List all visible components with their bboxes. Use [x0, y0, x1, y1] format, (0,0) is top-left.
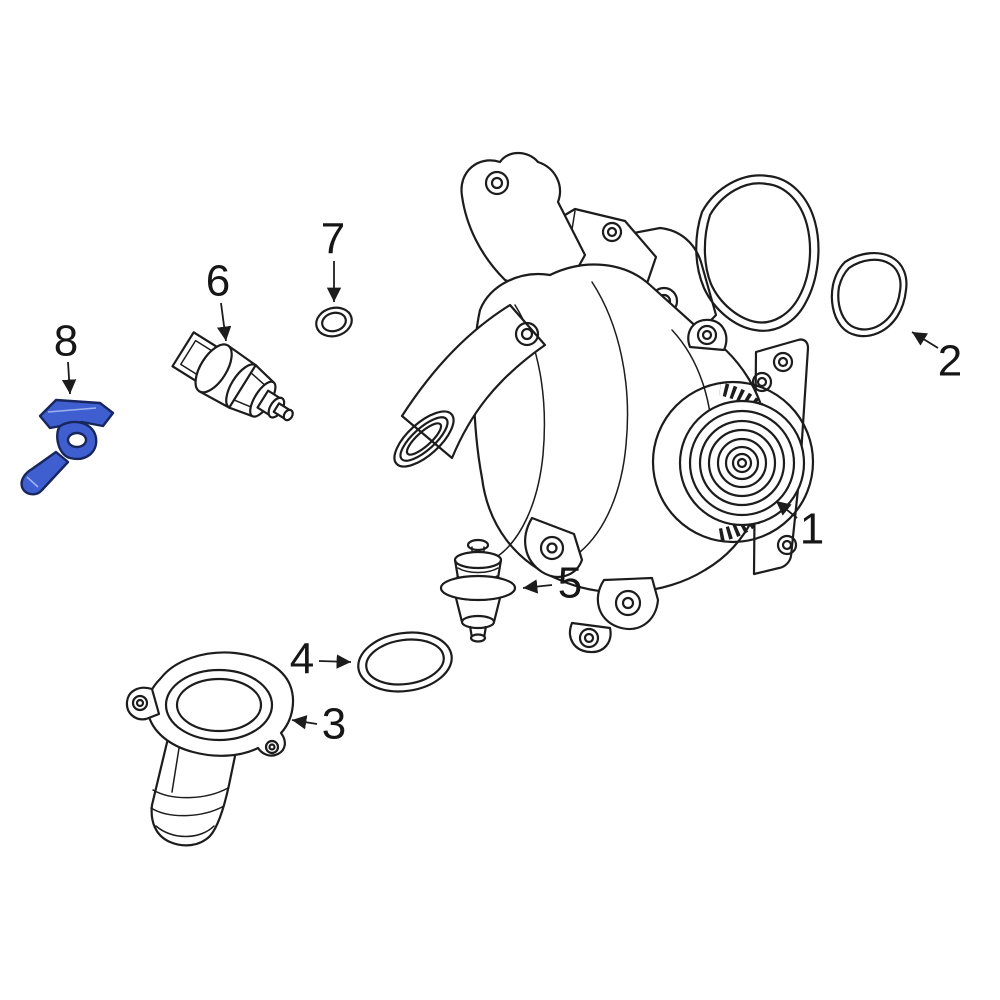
part-water-pump-assembly[interactable] — [386, 151, 815, 654]
callout-7[interactable]: 7 — [321, 215, 345, 302]
part-o-ring-small[interactable] — [313, 304, 355, 340]
callout-6-number: 6 — [206, 257, 230, 306]
callout-3-number: 3 — [322, 700, 346, 749]
callout-5-arrow — [522, 579, 553, 594]
callout-5[interactable]: 5 — [522, 559, 582, 608]
callout-5-number: 5 — [558, 559, 582, 608]
callout-8-arrow — [61, 361, 77, 395]
callout-4[interactable]: 4 — [290, 635, 352, 684]
callout-2-number: 2 — [938, 337, 962, 386]
callout-8-number: 8 — [54, 317, 78, 366]
callout-1[interactable]: 1 — [775, 500, 824, 554]
callout-8[interactable]: 8 — [54, 317, 78, 395]
callout-6[interactable]: 6 — [206, 257, 232, 342]
part-water-outlet-flange[interactable] — [125, 651, 295, 847]
callouts: 1 2 3 4 5 6 7 8 — [54, 215, 962, 749]
callout-1-arrow — [775, 500, 798, 519]
part-seal-ring-large[interactable] — [354, 627, 455, 698]
callout-7-number: 7 — [321, 215, 345, 264]
callout-3[interactable]: 3 — [291, 700, 346, 749]
callout-6-arrow — [216, 302, 232, 342]
callout-4-number: 4 — [290, 635, 314, 684]
part-thermostat[interactable] — [439, 538, 517, 643]
callout-4-arrow — [318, 654, 352, 669]
part-coolant-temperature-sensor[interactable] — [169, 326, 306, 440]
part-sensor-bracket-highlighted[interactable] — [20, 398, 115, 496]
part-gasket-small[interactable] — [830, 252, 908, 338]
part-gasket-large[interactable] — [695, 174, 820, 332]
callout-2[interactable]: 2 — [911, 331, 962, 386]
callout-2-arrow — [911, 331, 939, 349]
callout-1-number: 1 — [800, 505, 824, 554]
callout-3-arrow — [291, 715, 318, 730]
